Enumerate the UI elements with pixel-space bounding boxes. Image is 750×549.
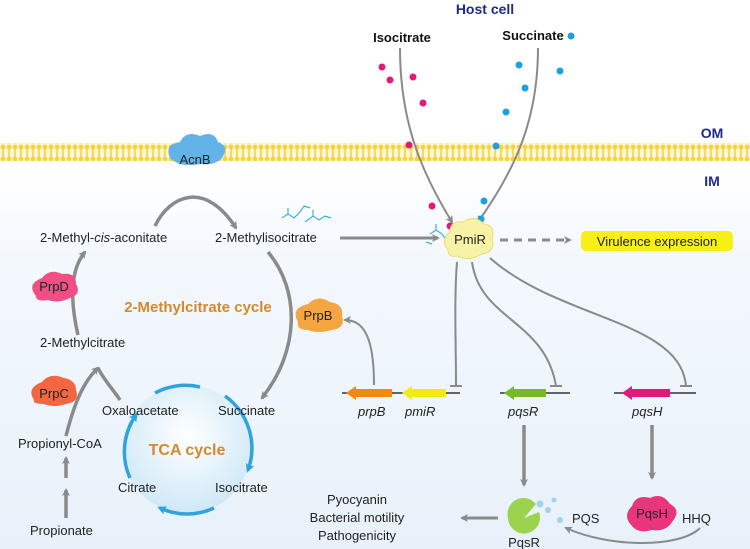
methylcitrate-cycle-label: 2-Methylcitrate cycle (124, 299, 272, 316)
virulence-expression-box (581, 231, 733, 251)
pqs-label: PQS (572, 511, 600, 526)
prpc-enzyme (31, 375, 77, 406)
propionate-label: Propionate (30, 523, 93, 538)
om-label: OM (701, 125, 724, 141)
pathogenicity-label: Pathogenicity (318, 528, 397, 543)
succinate-uptake-arrow (476, 47, 539, 224)
pmir-protein (444, 218, 494, 260)
pqsh-gene-arrow (622, 386, 670, 400)
oxaloacetate-condensation-line (96, 367, 122, 401)
propionyl-coa-condensation-arrow (64, 366, 100, 437)
prpb-translation-arrow (343, 316, 375, 386)
methylcitrate-label: 2-Methylcitrate (40, 335, 125, 350)
pqsr-protein-label: PqsR (508, 535, 540, 549)
prpd-enzyme (32, 271, 78, 302)
pmir-repress-pmir-line (454, 261, 458, 387)
acnb-enzyme (168, 134, 226, 166)
pqsh-protein-label: PqsH (636, 506, 668, 521)
pqsr-gene-label: pqsR (507, 404, 538, 419)
pmir-repress-pqsh-line (489, 257, 687, 387)
isocitrate-host-label: Isocitrate (373, 30, 431, 45)
pqsr-protein (507, 497, 540, 534)
prpb-gene-label: prpB (357, 404, 386, 419)
hhq-to-pqs-arrow (564, 526, 701, 544)
methylisocitrate-molecule-icon (281, 205, 447, 245)
hhq-label: HHQ (682, 511, 711, 526)
prpb-protein-label: PrpB (304, 308, 333, 323)
bacterial-motility-label: Bacterial motility (310, 510, 405, 525)
pqsh-gene-label: pqsH (631, 404, 663, 419)
citrate-label: Citrate (118, 480, 156, 495)
oxaloacetate-label: Oxaloacetate (102, 403, 179, 418)
virulence-expression-label: Virulence expression (597, 234, 717, 249)
isocitrate-uptake-arrow (399, 47, 454, 224)
prpb-gene-arrow (346, 386, 392, 400)
pmir-gene-label: pmiR (404, 404, 435, 419)
pyocyanin-label: Pyocyanin (327, 492, 387, 507)
succinate-cycle-label: Succinate (218, 403, 275, 418)
isocitrate-molecules (378, 63, 454, 230)
pmir-gene-arrow (402, 386, 446, 400)
propionyl-coa-label: Propionyl-CoA (18, 436, 102, 451)
acnb-label: AcnB (179, 152, 210, 167)
tca-cycle-label: TCA cycle (149, 442, 226, 459)
pqsr-gene-arrow (504, 386, 546, 400)
im-label: IM (704, 173, 720, 189)
host-cell-label: Host cell (456, 1, 514, 17)
acnb-arc-arrow (153, 195, 238, 230)
succinate-host-label: Succinate (502, 28, 563, 43)
pqs-molecules-bound (536, 497, 563, 523)
outer-membrane (0, 143, 750, 161)
prpc-label: PrpC (39, 386, 69, 401)
tca-arc-left (122, 412, 138, 479)
methyl-cis-aconitate-label: 2-Methyl-cis-aconitate (40, 230, 167, 245)
pmir-repress-pqsr-line (471, 261, 557, 387)
tca-arc-top (154, 383, 201, 395)
pmir-protein-label: PmiR (454, 232, 486, 247)
tca-arc-right (223, 394, 255, 473)
tca-cycle-circle (123, 385, 251, 513)
isocitrate-cycle-label: Isocitrate (215, 480, 268, 495)
methylisocitrate-to-succinate-arrow (260, 250, 293, 400)
prpd-label: PrpD (39, 279, 69, 294)
tca-arc-bottom (157, 506, 215, 516)
methylisocitrate-label: 2-Methylisocitrate (215, 230, 317, 245)
prpb-protein (295, 298, 343, 332)
pqsh-protein (627, 496, 677, 532)
